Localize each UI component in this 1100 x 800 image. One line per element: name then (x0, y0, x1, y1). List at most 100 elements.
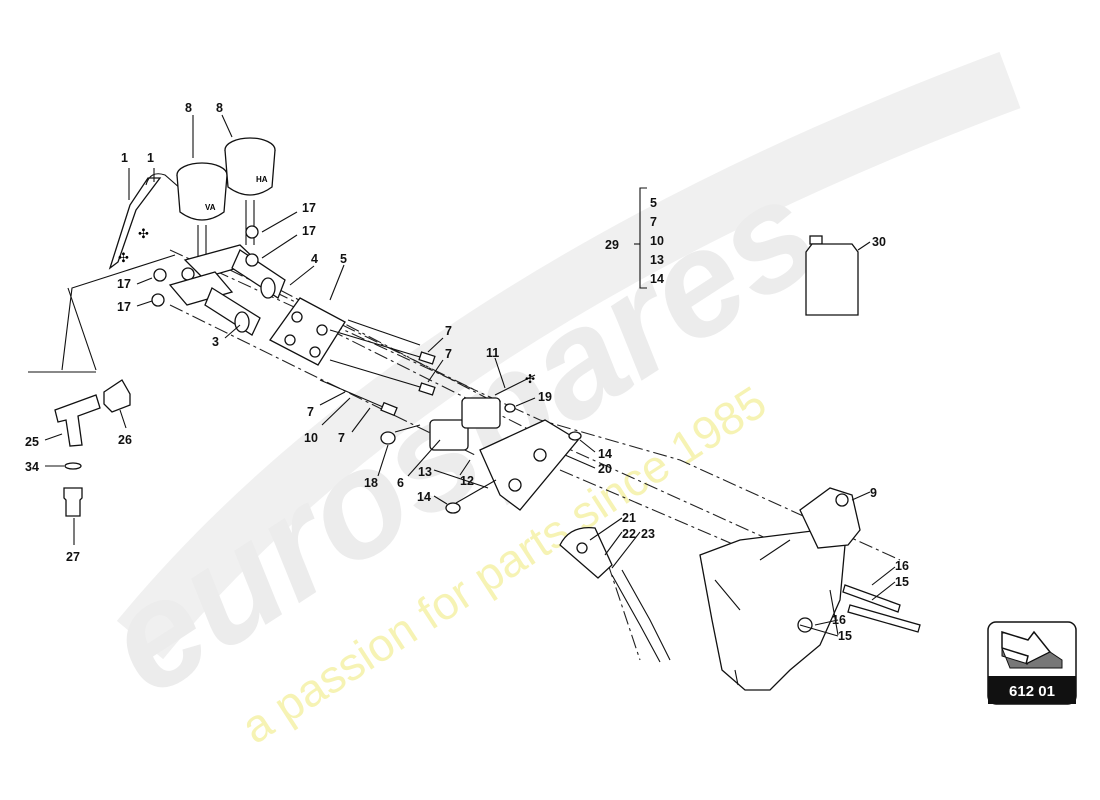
leader-lines (44, 114, 896, 637)
plate-hole-1 (291, 311, 303, 323)
center-line-d (169, 304, 476, 456)
bracket-hole-9 (835, 493, 849, 507)
callout: 17 (117, 300, 131, 314)
callout: 7 (445, 324, 452, 338)
arrow-icon (1001, 630, 1063, 669)
rod-2 (329, 359, 431, 391)
master-cylinder-lower (151, 225, 261, 336)
fluid-can (805, 235, 859, 316)
cross-mark-11: ✣ (525, 372, 535, 386)
leader-16a (871, 566, 896, 586)
badge-code-bg (988, 676, 1076, 704)
leader-7c (319, 391, 346, 406)
bulkhead-line (61, 254, 176, 371)
callout: 30 (872, 235, 886, 249)
reservoir-front-outlet (197, 225, 207, 258)
rod-end-3 (380, 401, 398, 417)
leader-18 (377, 444, 389, 477)
callout: 18 (364, 476, 378, 490)
callout: 15 (895, 575, 909, 589)
leader-10 (321, 397, 351, 426)
bushing-16 (797, 617, 813, 633)
push-rods (319, 319, 436, 417)
callout: 26 (118, 433, 132, 447)
callout: 1 (147, 151, 154, 165)
cylinder-lower-flange (168, 271, 234, 306)
callout: 8 (216, 101, 223, 115)
lever-pivot (576, 542, 588, 554)
reservoir-rear-label: HA (256, 175, 268, 184)
leader-25 (44, 433, 63, 441)
leader-17a (261, 211, 298, 233)
callout: 3 (212, 335, 219, 349)
callouts: 1 1 8 8 17 17 17 17 4 5 3 7 7 7 10 7 11 … (25, 101, 909, 643)
fittings (54, 379, 131, 517)
leader-15a (871, 581, 896, 601)
leader-14b (433, 495, 448, 505)
washer-19 (504, 403, 516, 413)
o-ring-34 (64, 462, 82, 470)
washer-18 (380, 431, 396, 445)
leader-30 (857, 241, 871, 251)
group-29-item: 5 (650, 196, 657, 210)
callout: 6 (397, 476, 404, 490)
bracket-body (479, 419, 579, 511)
callout: 19 (538, 390, 552, 404)
leader-21 (589, 517, 623, 541)
cylinder-lower-boot (234, 311, 250, 333)
callout: 10 (304, 431, 318, 445)
cross-mark-1: ✣ (138, 226, 149, 241)
leader-16b (814, 619, 839, 626)
bolt-15-lower (847, 604, 921, 633)
plate-body (269, 297, 346, 366)
bracket-hole-1 (533, 448, 547, 462)
reservoir-front: VA (176, 162, 228, 258)
union-fitting-26 (103, 379, 131, 413)
leader-23 (611, 531, 641, 569)
rod-4 (347, 319, 421, 346)
plate-hole-4 (309, 346, 321, 358)
leader-17c (136, 277, 153, 285)
plate-hole-3 (284, 334, 296, 346)
rod-1 (329, 329, 431, 361)
washer-14-lower (445, 502, 461, 514)
housing-foot (734, 669, 739, 686)
leader-5 (329, 264, 345, 301)
callout: 27 (66, 550, 80, 564)
mounting-plate (269, 297, 346, 366)
nipple-27 (63, 487, 83, 517)
group-29-item: 7 (650, 215, 657, 229)
washer-14-upper (568, 431, 582, 441)
callout: 20 (598, 462, 612, 476)
center-line-b (279, 289, 501, 406)
cylinder-lower-body (204, 287, 261, 336)
cylinder-upper-nut-2 (245, 225, 259, 239)
leader-7a (427, 337, 444, 353)
leader-19 (515, 397, 536, 407)
callout: 9 (870, 486, 877, 500)
bracket-hole-2 (508, 478, 522, 492)
leader-26 (119, 409, 127, 429)
group-29-number: 29 (605, 238, 619, 252)
rod-end-1 (418, 351, 436, 365)
leader-3 (224, 324, 241, 339)
bolt-13 (455, 479, 497, 504)
callout: 11 (486, 346, 499, 360)
reservoir-rear: HA (224, 137, 276, 245)
leader-7b (427, 359, 444, 383)
leader-6 (407, 439, 441, 477)
rod-end-2 (418, 382, 436, 396)
group-29: 29 5 7 10 13 14 (605, 187, 664, 289)
leader-17b (261, 234, 298, 259)
callout: 7 (307, 405, 314, 419)
watermark-swoosh (116, 51, 1021, 660)
callout: 4 (311, 252, 318, 266)
bolt-15-upper (842, 584, 901, 613)
page-badge: 612 01 (987, 621, 1077, 705)
callout: 17 (117, 277, 131, 291)
cylinder-upper-body (231, 249, 286, 299)
leader-20 (564, 454, 596, 469)
group-29-bracket (639, 187, 647, 289)
center-line-f (599, 539, 641, 661)
